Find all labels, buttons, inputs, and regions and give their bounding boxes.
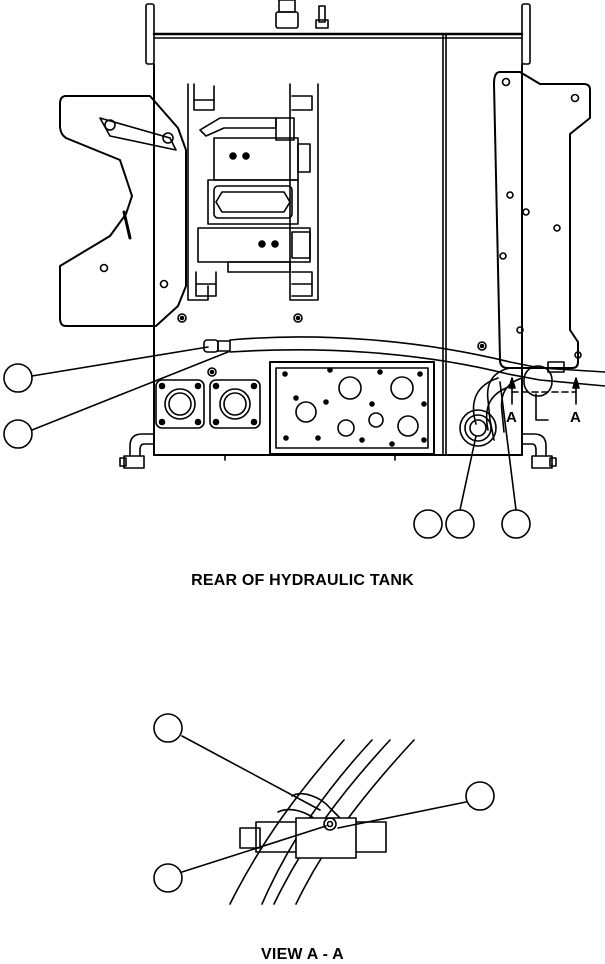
callout-circle — [4, 420, 32, 448]
manifold-block — [270, 362, 434, 454]
return-port — [460, 378, 506, 446]
section-label-right: A — [570, 409, 581, 426]
left-mount-bracket — [60, 96, 186, 326]
callout-circle — [466, 782, 494, 810]
callout-circle — [154, 714, 182, 742]
valve-rail-right — [290, 84, 318, 300]
callout-circle — [414, 510, 442, 538]
mounting-bracket-section — [240, 818, 386, 858]
right-mount-plate — [494, 72, 590, 368]
pump-flange-left — [156, 380, 204, 428]
callout-group-rear — [4, 347, 530, 538]
valve-rail-left — [188, 84, 216, 300]
top-fittings — [276, 0, 328, 28]
callout-circle — [502, 510, 530, 538]
callout-group-section — [154, 714, 494, 892]
tank-body — [146, 4, 530, 460]
elbow-fitting-left — [120, 434, 154, 468]
callout-circle — [446, 510, 474, 538]
callout-circle — [154, 864, 182, 892]
elbow-fitting-right — [522, 434, 556, 468]
callout-circle — [4, 364, 32, 392]
section-label-left: A — [506, 409, 517, 426]
tank-rear-view: A A — [4, 0, 605, 538]
section-marker-a: A A — [506, 378, 581, 426]
section-view-a-a — [154, 714, 494, 904]
pump-flange-right — [210, 380, 260, 428]
caption-section-view: VIEW A - A — [261, 946, 344, 963]
caption-rear-view: REAR OF HYDRAULIC TANK — [191, 572, 414, 589]
hydraulic-hose — [204, 337, 605, 440]
valve-stack — [198, 118, 310, 272]
